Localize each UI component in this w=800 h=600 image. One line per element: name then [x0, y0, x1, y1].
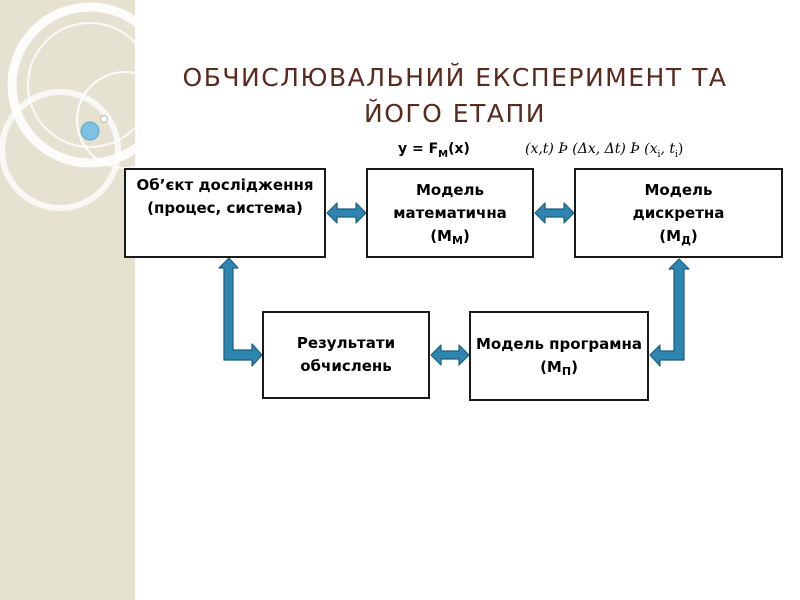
box-subscript: П: [561, 365, 572, 378]
formula-subscript: M: [438, 148, 449, 160]
box-text: Модель математична (М: [393, 180, 507, 245]
box-mathematical-model: Модель математична (ММ): [366, 168, 534, 258]
box-subscript: М: [451, 233, 463, 247]
decorative-bubble-large: [80, 121, 100, 141]
model-function-formula: y = FM(x): [398, 138, 470, 160]
box-discrete-model: Модель дискретна (МД): [574, 168, 783, 258]
box-label: Модель математична (ММ): [372, 179, 528, 248]
box-text: Модель програмна (М: [475, 335, 643, 376]
decorative-bubble-small: [100, 115, 108, 123]
box-label: Об’єкт дослідження (процес, система): [136, 176, 314, 217]
formula-end: ): [677, 141, 684, 157]
box-label: Модель дискретна (МД): [614, 179, 744, 248]
formula-subscript-i: i: [657, 149, 661, 160]
formula-subscript-i: i: [674, 149, 678, 160]
box-object-of-study: Об’єкт дослідження (процес, система): [124, 168, 326, 258]
box-text-end: ): [690, 226, 698, 245]
box-label: Модель програмна (МП): [475, 333, 643, 379]
formula-argument: (x): [448, 141, 470, 157]
box-computation-results: Результати обчислень: [262, 311, 430, 399]
box-text-end: ): [462, 226, 470, 245]
formula-text: y = F: [398, 141, 439, 157]
formula-text: (x,t) Þ (Δx, Δt) Þ (x: [525, 141, 658, 157]
box-text-end: ): [571, 358, 578, 376]
box-program-model: Модель програмна (МП): [469, 311, 649, 401]
box-label: Результати обчислень: [296, 334, 396, 375]
box-text: Модель дискретна (М: [632, 180, 725, 245]
left-decorative-strip: [0, 0, 135, 600]
decorative-rings: [0, 2, 174, 211]
slide-title-line-2: ЙОГО ЕТАПИ: [364, 99, 546, 128]
discretization-formula: (x,t) Þ (Δx, Δt) Þ (xi, ti): [525, 138, 683, 160]
formula-middle: , t: [660, 141, 675, 157]
box-subscript: Д: [681, 233, 691, 247]
slide-title-line-1: ОБЧИСЛЮВАЛЬНИЙ ЕКСПЕРИМЕНТ ТА: [182, 63, 728, 92]
